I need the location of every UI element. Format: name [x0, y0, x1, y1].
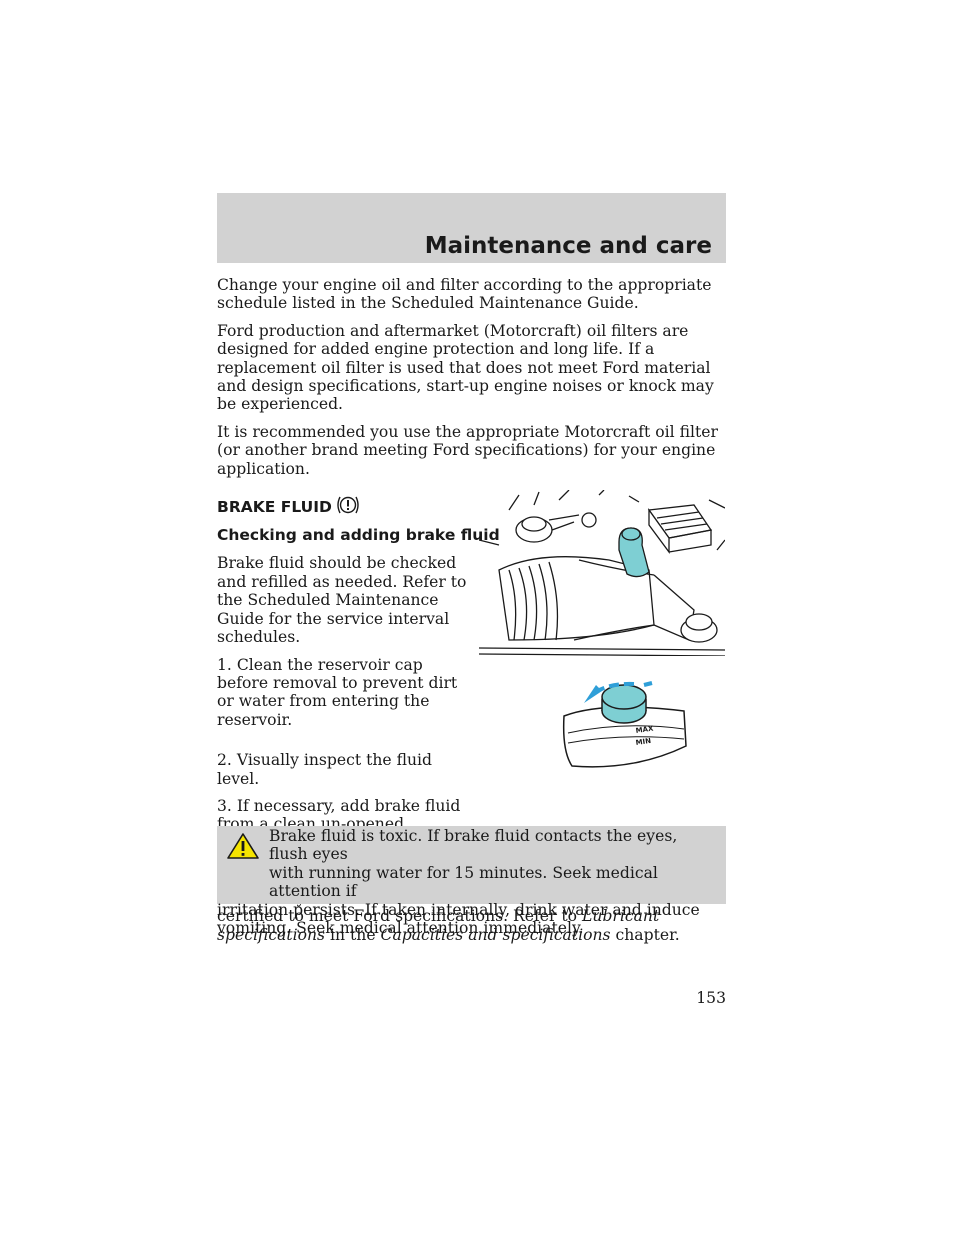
rotate-arrow-head	[584, 685, 602, 703]
brake-warning-icon	[337, 496, 359, 514]
min-label: MIN	[635, 737, 652, 747]
checking-subheading: Checking and adding brake fluid	[217, 526, 500, 545]
max-label: MAX	[635, 724, 654, 734]
brake-fluid-heading-text: BRAKE FLUID	[217, 497, 332, 516]
step-4-text-a: certified to meet Ford specifications. R…	[217, 907, 578, 926]
warning-triangle-icon	[227, 833, 259, 859]
step-4-continued: certified to meet Ford specifications. R…	[217, 907, 726, 944]
intro-paragraph-3: It is recommended you use the appropriat…	[217, 422, 718, 478]
lubricant-specifications-ref: Lubricant specifications	[217, 907, 660, 944]
warning-rest: irritation persists. If taken internally…	[217, 900, 700, 938]
brake-fluid-heading: BRAKE FLUID	[217, 494, 726, 516]
step-4-text-c: chapter.	[615, 925, 680, 944]
warning-text: Brake fluid is toxic. If brake fluid con…	[217, 827, 717, 937]
intro-paragraph-2: Ford production and aftermarket (Motorcr…	[217, 321, 714, 414]
section-title: Maintenance and care	[424, 233, 712, 259]
warning-line-2: with running water for 15 minutes. Seek …	[269, 863, 658, 901]
warning-box: Brake fluid is toxic. If brake fluid con…	[217, 826, 726, 937]
capacities-chapter-ref: Capacities and specifications	[380, 925, 611, 944]
step-1: 1. Clean the reservoir cap before remova…	[217, 655, 458, 729]
intro-paragraph-1: Change your engine oil and filter accord…	[217, 276, 712, 313]
page-number: 153	[696, 989, 726, 1007]
brake-reservoir-illustration: MAX MIN	[562, 681, 687, 768]
brake-intro-paragraph: Brake fluid should be checked and refill…	[217, 554, 467, 647]
engine-compartment-illustration	[479, 490, 725, 656]
warning-line-1: Brake fluid is toxic. If brake fluid con…	[269, 827, 678, 864]
page-content: Change your engine oil and filter accord…	[217, 276, 726, 953]
step-4-text-b: in the	[330, 925, 376, 944]
step-2: 2. Visually inspect the fluid level.	[217, 751, 433, 788]
section-header: Maintenance and care	[217, 193, 726, 263]
